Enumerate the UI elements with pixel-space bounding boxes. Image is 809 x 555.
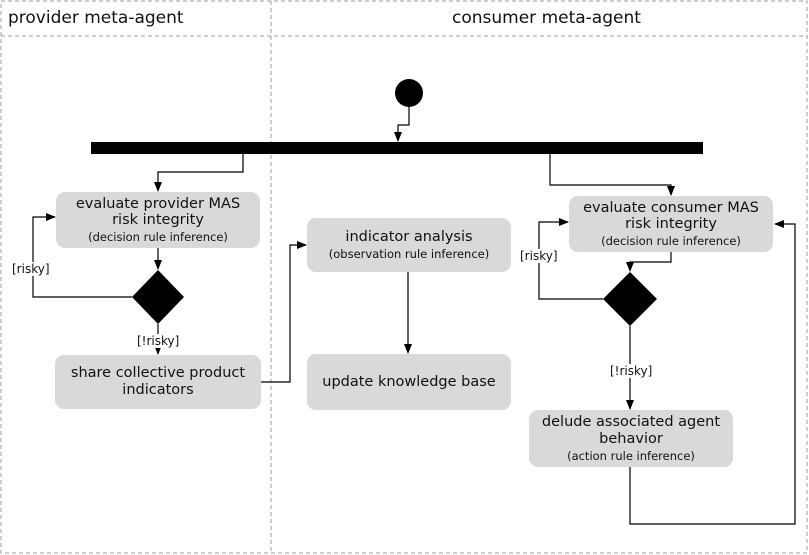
node-sublabel: (decision rule inference)	[601, 234, 741, 249]
node-label: share collective product	[70, 365, 246, 382]
edge-eval-consumer-to-decision	[626, 252, 672, 272]
node-label: delude associated agent	[541, 414, 721, 431]
node-sublabel: (action rule inference)	[567, 448, 695, 463]
provider-decision-diamond	[132, 270, 184, 324]
initial-node	[395, 79, 423, 107]
node-label: indicators	[122, 382, 194, 398]
node-update-knowledge-base: update knowledge base	[307, 354, 511, 410]
node-evaluate-consumer: evaluate consumer MAS risk integrity (de…	[569, 196, 773, 252]
lane-title-consumer: consumer meta-agent	[452, 8, 641, 28]
edge-initial-to-fork	[394, 107, 410, 142]
fork-bar	[91, 142, 703, 154]
node-label: risk integrity	[112, 212, 204, 229]
node-label: evaluate provider MAS	[75, 195, 241, 212]
node-label: evaluate consumer MAS	[583, 199, 759, 216]
lane-title-provider: provider meta-agent	[8, 8, 184, 28]
guard-consumer-not-risky: [!risky]	[610, 364, 653, 378]
node-label: update knowledge base	[322, 373, 496, 390]
edge-share-to-indicator	[261, 241, 307, 383]
node-label: behavior	[599, 430, 663, 447]
node-label: indicator analysis	[345, 229, 473, 246]
edge-provider-risky-loop	[32, 213, 132, 298]
node-share-indicators: share collective product indicators	[55, 355, 261, 409]
node-label: risk integrity	[625, 216, 717, 233]
node-sublabel: (observation rule inference)	[328, 246, 490, 261]
node-indicator-analysis: indicator analysis (observation rule inf…	[307, 218, 511, 272]
node-evaluate-provider: evaluate provider MAS risk integrity (de…	[56, 192, 260, 248]
edge-delude-loop	[629, 220, 796, 525]
node-delude-behavior: delude associated agent behavior (action…	[529, 410, 733, 467]
guard-provider-not-risky: [!risky]	[137, 334, 180, 348]
node-sublabel: (decision rule inference)	[88, 230, 228, 245]
guard-consumer-risky: [risky]	[520, 249, 558, 263]
edge-fork-to-eval-consumer	[549, 154, 675, 196]
edge-fork-to-eval-provider	[154, 154, 244, 192]
guard-provider-risky: [risky]	[12, 262, 50, 276]
consumer-decision-diamond	[603, 272, 657, 326]
